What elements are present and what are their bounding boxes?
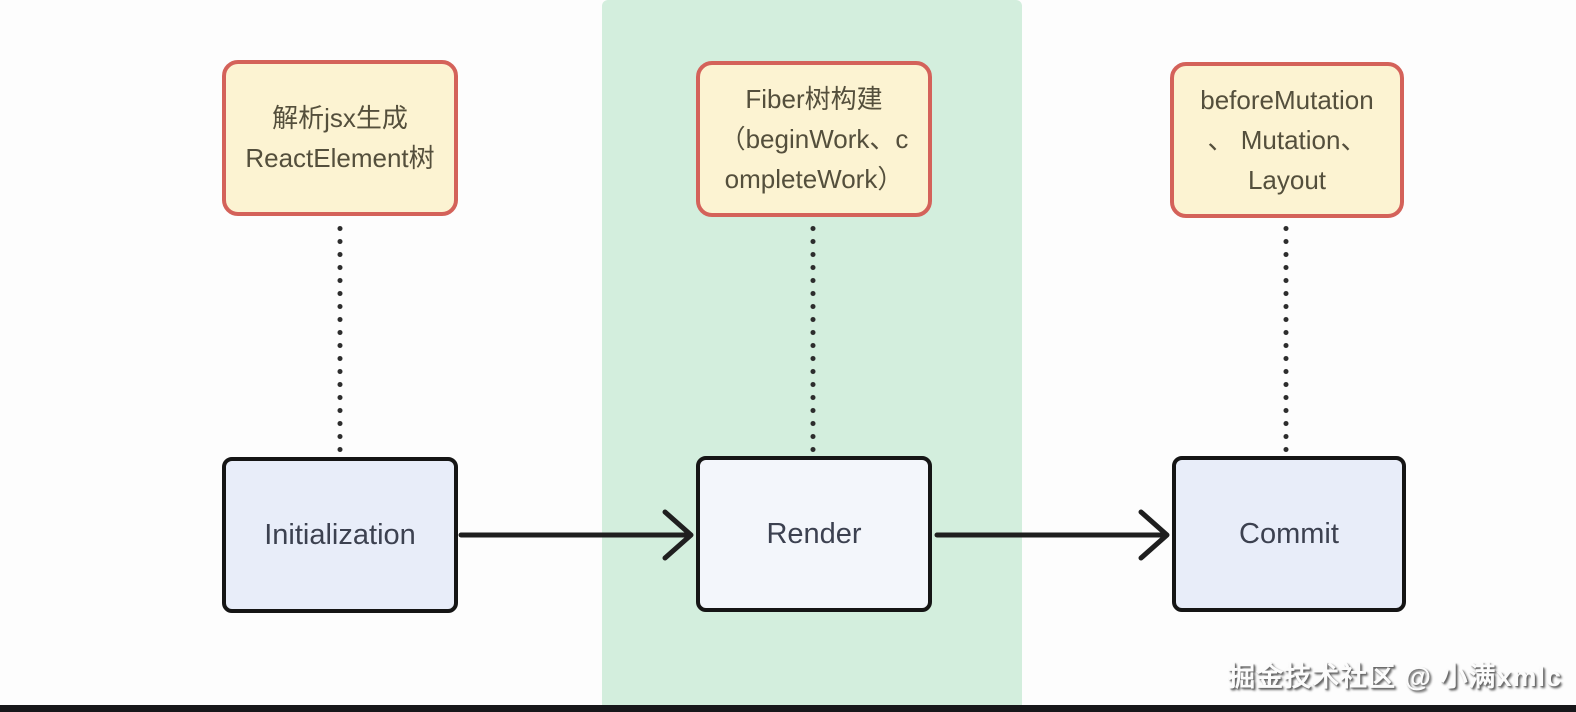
note-line: Layout: [1247, 165, 1327, 195]
note-line: beforeMutation: [1200, 85, 1374, 115]
note-line: ompleteWork）: [724, 164, 904, 194]
dotted-connector-initialization: [337, 222, 343, 454]
note-line: ReactElement树: [245, 143, 435, 173]
stage-label: Initialization: [264, 518, 416, 551]
stage-box-render: Render: [696, 456, 932, 612]
note-line: 解析jsx生成: [272, 103, 408, 133]
stage-label: Commit: [1239, 517, 1339, 550]
note-line: 、 Mutation、: [1207, 125, 1367, 155]
note-commit-phases: beforeMutation 、 Mutation、 Layout: [1170, 62, 1404, 218]
dotted-connector-commit: [1283, 222, 1289, 454]
note-line: Fiber树构建: [745, 84, 883, 114]
stage-label: Render: [766, 517, 862, 550]
bottom-border-bar: [0, 705, 1576, 712]
note-fiber-build: Fiber树构建 （beginWork、c ompleteWork）: [696, 61, 932, 217]
dotted-connector-render: [810, 222, 816, 454]
stage-box-initialization: Initialization: [222, 457, 458, 613]
note-line: （beginWork、c: [719, 124, 909, 154]
note-parse-jsx: 解析jsx生成 ReactElement树: [222, 60, 458, 216]
stage-box-commit: Commit: [1172, 456, 1406, 612]
arrow-head-render-to-commit: [1138, 509, 1170, 561]
watermark-text: 掘金技术社区 @ 小满xmlc: [1228, 662, 1562, 692]
